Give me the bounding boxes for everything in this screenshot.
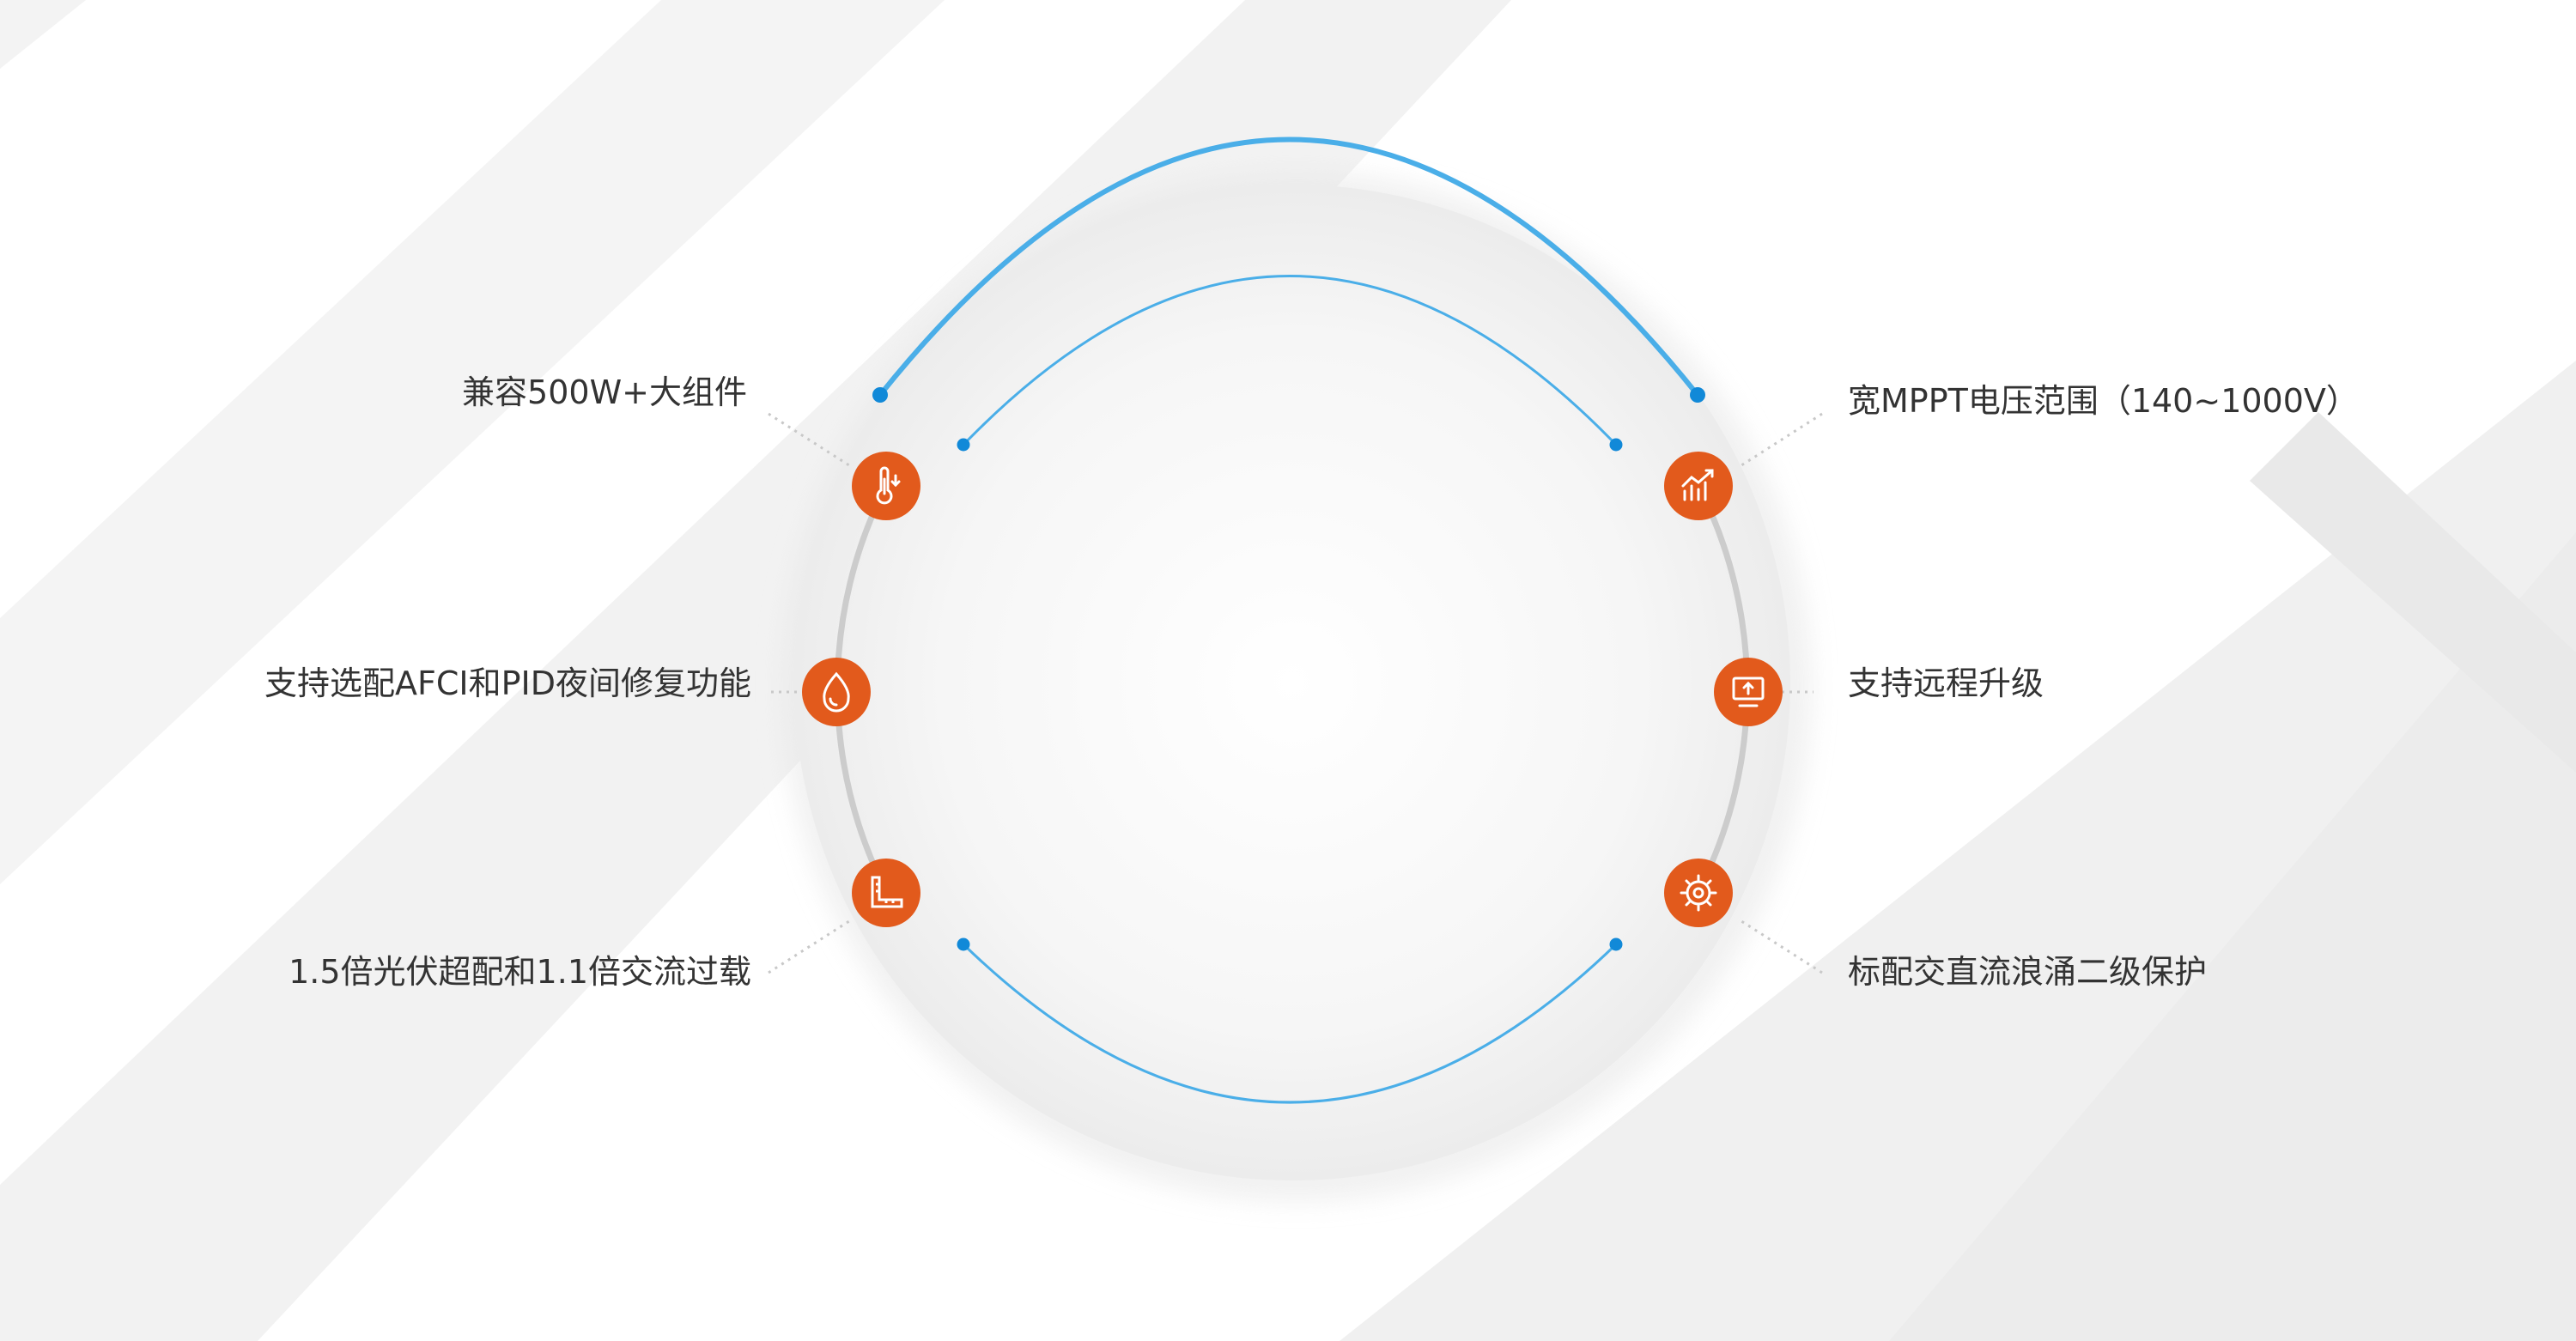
arc-dot [1609, 438, 1623, 452]
feature-node-f3 [852, 859, 920, 927]
inner-top-arc [962, 275, 1618, 446]
feature-label-f5: 支持远程升级 [1848, 664, 2044, 702]
outer-top-arc [878, 137, 1700, 397]
feature-label-f4: 宽MPPT电压范围（140~1000V） [1848, 382, 2359, 420]
shield-gear-icon [1680, 874, 1717, 912]
arc-dot [872, 387, 888, 403]
arc-dot [1609, 937, 1623, 951]
feature-label-f2: 支持选配AFCI和PID夜间修复功能 [264, 664, 751, 702]
chart-icon [1681, 469, 1714, 501]
arc-dot [957, 438, 970, 452]
upload-screen-icon [1732, 677, 1765, 707]
feature-node-f1 [852, 452, 920, 520]
feature-node-f4 [1664, 452, 1733, 520]
feature-node-f6 [1664, 859, 1733, 927]
feature-label-f3: 1.5倍光伏超配和1.1倍交流过载 [289, 953, 751, 991]
arc-dot [1690, 387, 1705, 403]
feature-node-f2 [802, 658, 871, 726]
ruler-icon [871, 876, 903, 908]
arc-dot [957, 937, 970, 951]
connector-lines [768, 412, 1823, 974]
inner-bottom-arc [962, 943, 1618, 1104]
feature-label-f1: 兼容500W+大组件 [462, 373, 747, 411]
thermometer-icon [876, 466, 901, 505]
feature-label-f6: 标配交直流浪涌二级保护 [1848, 953, 2208, 991]
droplet-icon [823, 671, 850, 713]
center-disc [794, 185, 1790, 1180]
feature-node-f5 [1714, 658, 1783, 726]
